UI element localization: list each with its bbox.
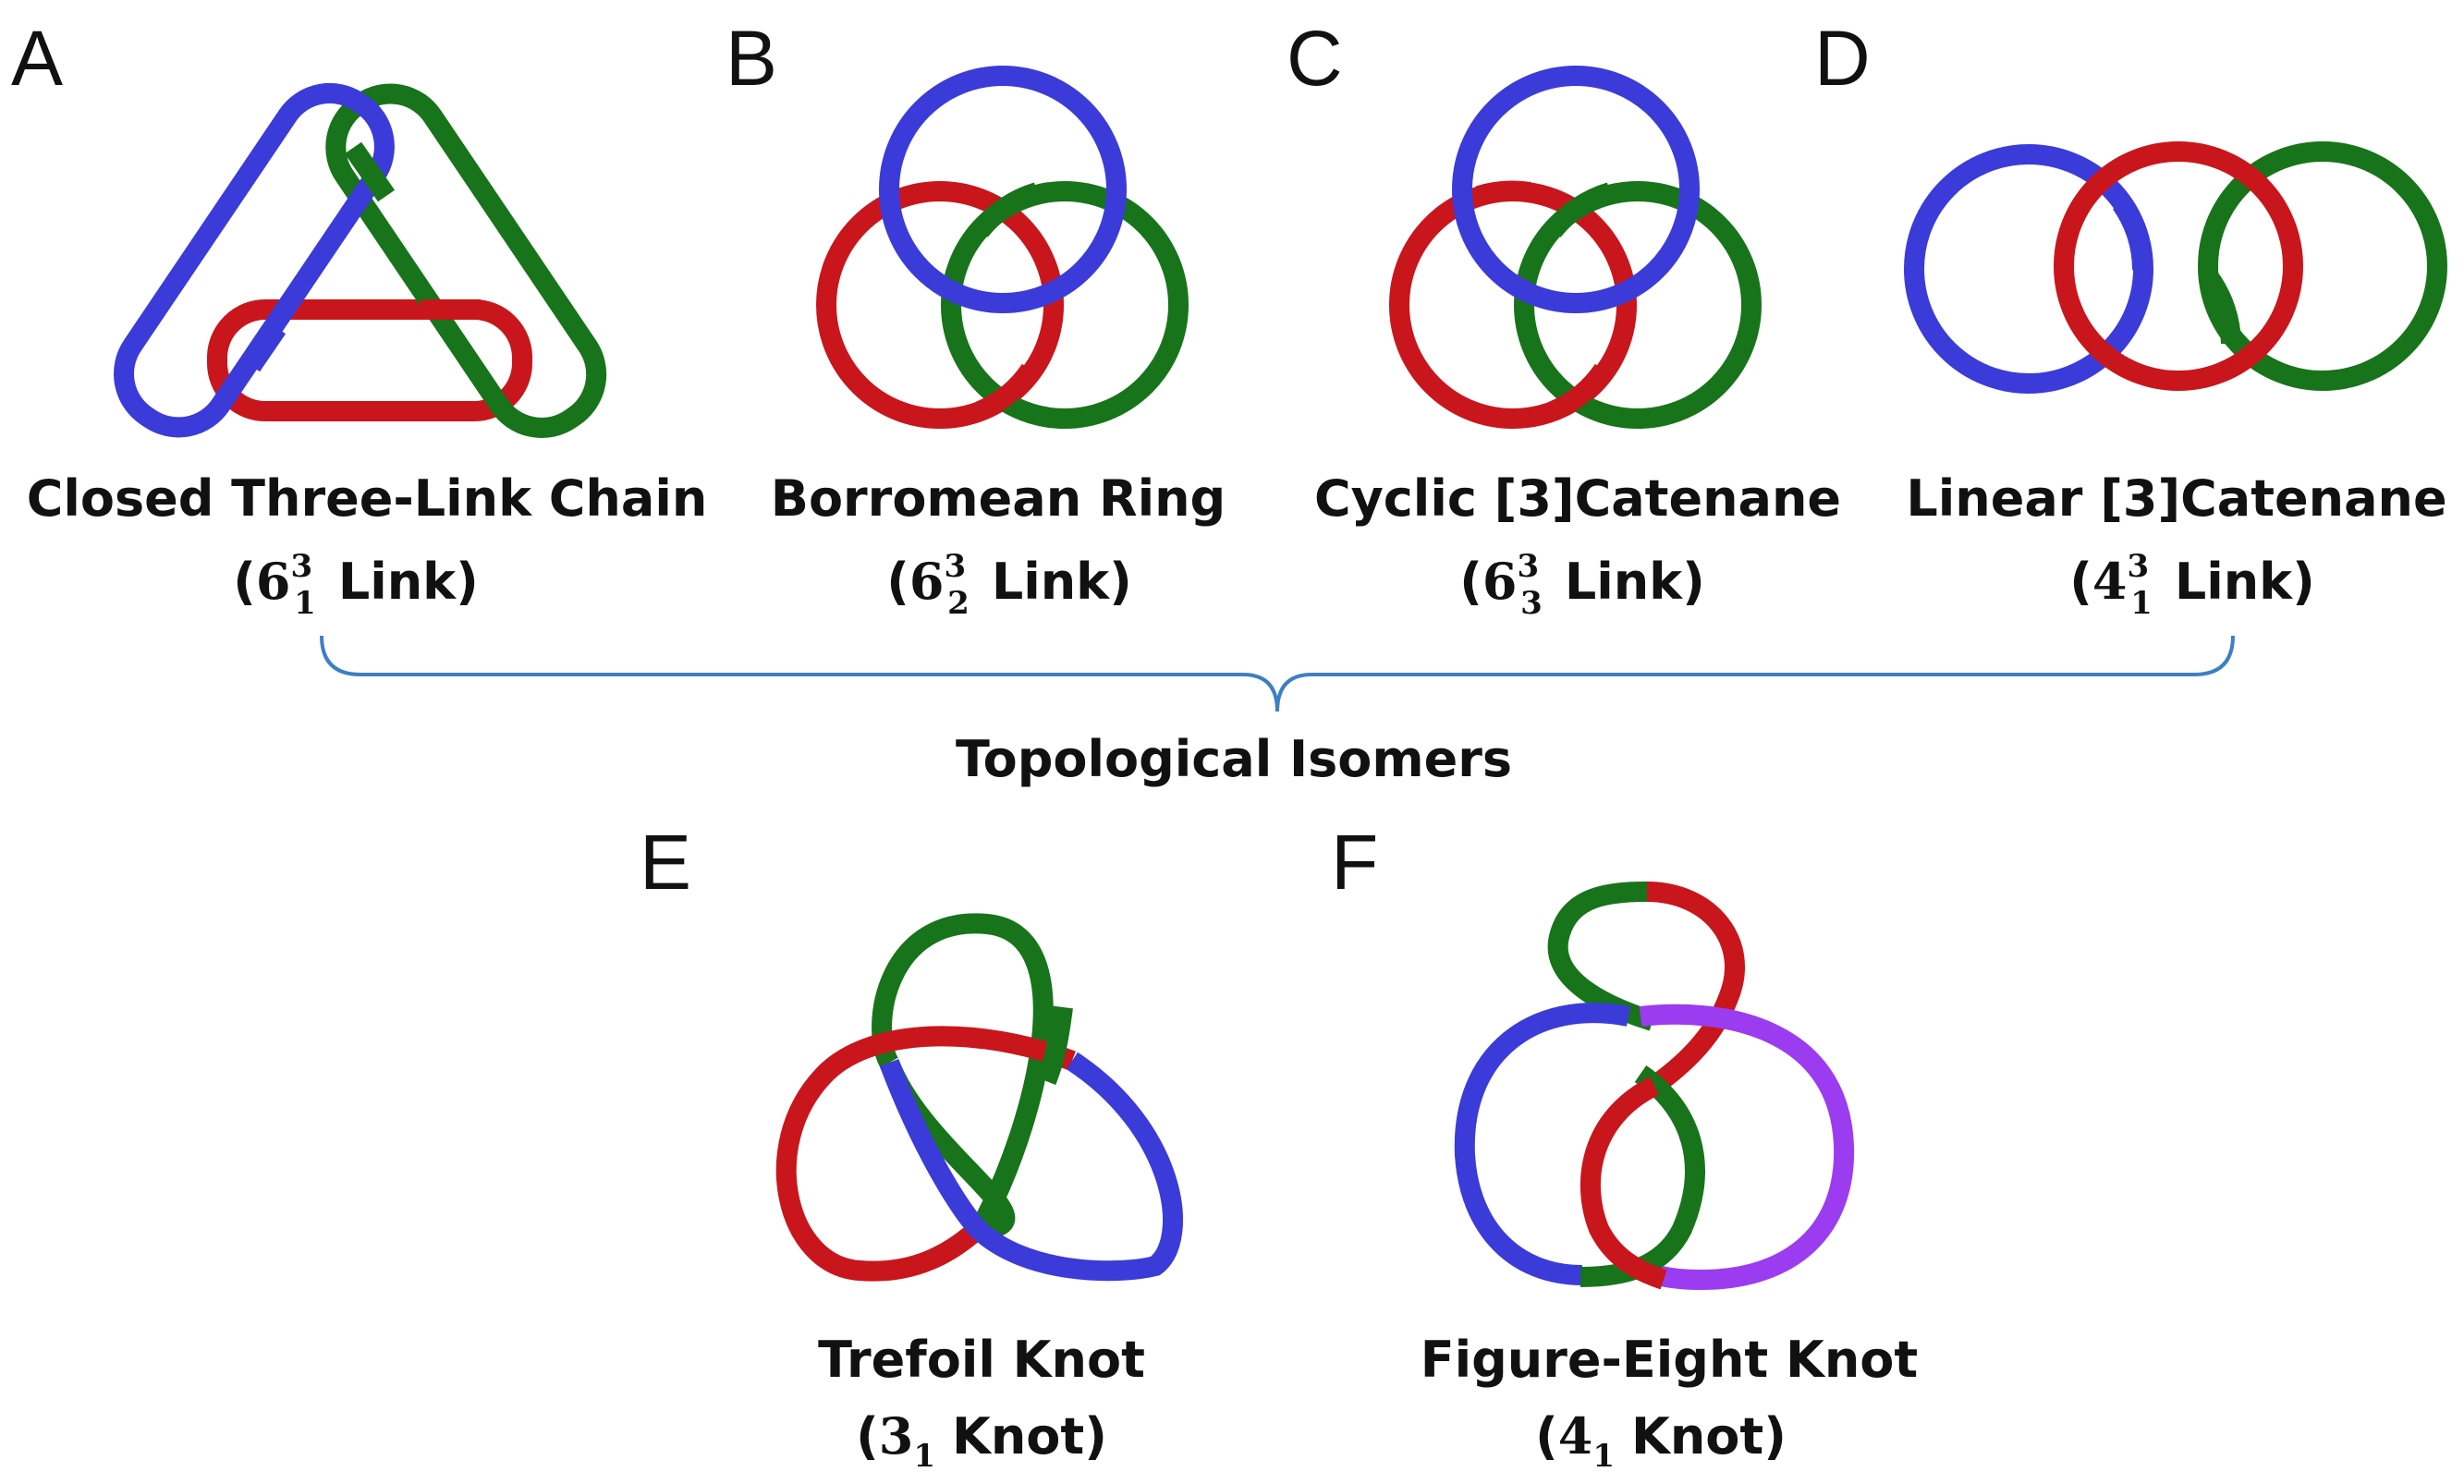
borromean-ring-blue xyxy=(879,66,1127,313)
borromean-ring-diagram xyxy=(816,66,1189,429)
figure-eight-outer-purple xyxy=(1639,1004,1855,1291)
linear-catenane-diagram xyxy=(1904,141,2447,394)
figure-eight-top-loop-green xyxy=(1547,882,1656,1031)
linear-ring-red xyxy=(2054,141,2303,391)
topological-isomers-brace xyxy=(320,635,2235,712)
figure-eight-outer-blue xyxy=(1454,1003,1631,1285)
cyclic-ring-green xyxy=(1514,181,1762,429)
chain-link-green xyxy=(325,83,607,438)
chain-crossing-green-over-blue xyxy=(344,141,396,202)
trefoil-strand-blue xyxy=(879,1052,1183,1282)
trefoil-strand-green xyxy=(872,913,1054,1239)
cyclic-ring-blue xyxy=(1452,66,1700,313)
figure-eight-knot-diagram xyxy=(1454,882,1855,1291)
caption-b-title: Borromean Ring xyxy=(771,469,1226,528)
cyclic-catenane-diagram xyxy=(1389,66,1762,429)
cyclic-crossing-green-over-blue xyxy=(1544,182,1614,238)
panel-letter-c: C xyxy=(1287,15,1343,102)
caption-f-title: Figure-Eight Knot xyxy=(1421,1331,1918,1389)
chain-crossing-blue-over-red xyxy=(242,322,287,372)
caption-d-title: Linear [3]Catenane xyxy=(1906,469,2446,528)
borromean-ring-green xyxy=(941,181,1189,429)
brace-label: Topological Isomers xyxy=(956,730,1512,788)
trefoil-crossing-green xyxy=(1036,1005,1073,1086)
cyclic-crossing-red-over-green xyxy=(1548,363,1613,421)
chain-link-red xyxy=(207,299,532,421)
chain-link-blue xyxy=(113,82,395,438)
caption-a-title: Closed Three-Link Chain xyxy=(27,469,708,528)
borromean-ring-red xyxy=(816,181,1064,429)
trefoil-knot-diagram xyxy=(775,913,1183,1282)
caption-e-title: Trefoil Knot xyxy=(818,1331,1145,1389)
trefoil-strand-red xyxy=(775,1026,1076,1282)
borromean-crossing-green-over-blue xyxy=(971,182,1041,238)
panel-letter-f: F xyxy=(1331,819,1378,906)
panel-letter-a: A xyxy=(11,15,63,102)
panel-letter-e: E xyxy=(640,819,691,906)
linear-crossing-blue-over-red xyxy=(2112,197,2153,271)
figure-eight-inner-red xyxy=(1580,1077,1667,1290)
figure-eight-top-loop-red xyxy=(1646,882,1745,1094)
caption-c-title: Cyclic [3]Catenane xyxy=(1314,469,1841,528)
cyclic-crossing-red-over-blue xyxy=(1475,180,1531,206)
panel-letter-d: D xyxy=(1814,15,1871,102)
linear-crossing-green-over-red xyxy=(2200,271,2241,345)
panel-letter-b: B xyxy=(726,15,777,102)
closed-three-link-chain-diagram xyxy=(113,82,607,438)
borromean-crossing-red-over-green xyxy=(975,363,1040,421)
linear-ring-green xyxy=(2198,141,2447,391)
